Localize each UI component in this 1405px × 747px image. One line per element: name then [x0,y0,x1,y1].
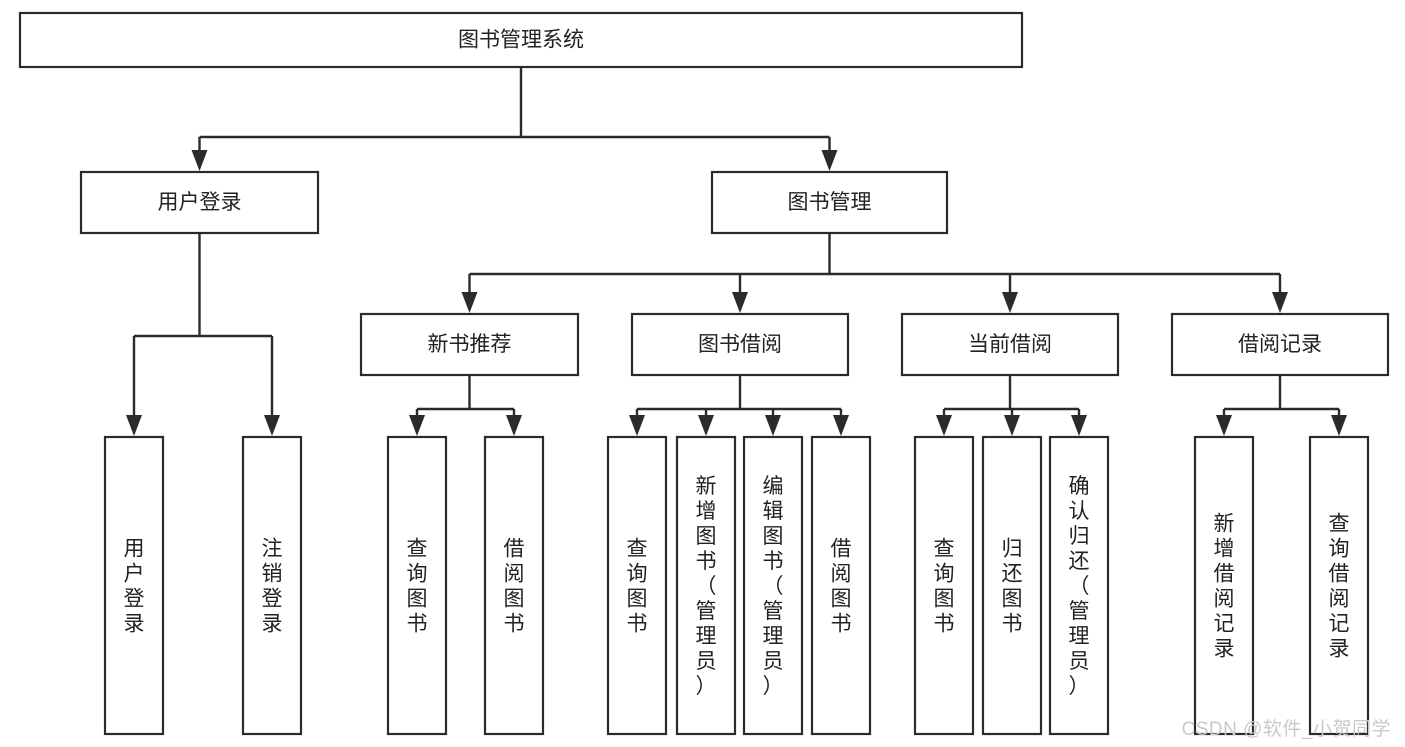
arrow-head-icon [506,415,522,436]
node-leaf-query-book-borrow[interactable]: 查询图书 [606,435,668,736]
node-box[interactable] [742,435,804,736]
arrow-head-icon [698,415,714,436]
node-box[interactable] [103,435,165,736]
node-label: 归还图书 [1002,538,1023,636]
arrow-head-icon [936,415,952,436]
node-leaf-logout[interactable]: 注销登录 [241,435,303,736]
node-user-login[interactable]: 用户登录 [79,170,320,235]
node-root[interactable]: 图书管理系统 [18,11,1024,69]
arrow-head-icon [1331,415,1347,436]
node-label: 借阅图书 [504,538,525,636]
node-current-borrow[interactable]: 当前借阅 [900,312,1120,377]
node-label: 用户登录 [158,191,242,214]
node-box[interactable] [359,312,580,377]
node-box[interactable] [386,435,448,736]
node-box[interactable] [810,435,872,736]
node-box[interactable] [241,435,303,736]
node-label: 查询借阅记录 [1329,513,1350,661]
node-label: 借阅记录 [1238,333,1322,356]
arrow-head-icon [765,415,781,436]
node-label: 用户登录 [124,538,145,636]
node-label: 查询图书 [627,538,648,636]
node-label: 确认归还（管理员） [1069,475,1090,698]
node-leaf-edit-book[interactable]: 编辑图书（管理员） [742,435,804,736]
node-leaf-query-book-cur[interactable]: 查询图书 [913,435,975,736]
node-leaf-confirm-return[interactable]: 确认归还（管理员） [1048,435,1110,736]
arrow-head-icon [1004,415,1020,436]
node-leaf-query-record[interactable]: 查询借阅记录 [1308,435,1370,736]
node-box[interactable] [913,435,975,736]
node-box[interactable] [630,312,850,377]
node-label: 查询图书 [934,538,955,636]
node-label: 图书管理 [788,191,872,214]
node-book-manage[interactable]: 图书管理 [710,170,949,235]
node-box[interactable] [1193,435,1255,736]
arrow-head-icon [821,150,838,171]
node-label: 图书管理系统 [458,29,584,52]
node-label: 编辑图书（管理员） [763,475,784,698]
node-label: 新增图书（管理员） [696,475,717,698]
node-leaf-borrow-book-rec[interactable]: 借阅图书 [483,435,545,736]
node-book-borrow[interactable]: 图书借阅 [630,312,850,377]
node-borrow-record[interactable]: 借阅记录 [1170,312,1390,377]
node-leaf-add-book[interactable]: 新增图书（管理员） [675,435,737,736]
node-label: 图书借阅 [698,333,782,356]
arrow-head-icon [409,415,425,436]
watermark-text: CSDN @软件_小贺同学 [1181,719,1391,740]
node-box[interactable] [18,11,1024,69]
node-layer: 图书管理系统用户登录图书管理新书推荐图书借阅当前借阅借阅记录用户登录注销登录查询… [18,11,1390,736]
arrow-head-icon [264,415,280,436]
node-box[interactable] [981,435,1043,736]
node-box[interactable] [710,170,949,235]
node-leaf-return-book[interactable]: 归还图书 [981,435,1043,736]
node-label: 查询图书 [407,538,428,636]
node-box[interactable] [1048,435,1110,736]
node-leaf-user-login[interactable]: 用户登录 [103,435,165,736]
node-box[interactable] [79,170,320,235]
node-label: 借阅图书 [831,538,852,636]
node-leaf-add-record[interactable]: 新增借阅记录 [1193,435,1255,736]
arrow-head-icon [1272,292,1288,313]
node-box[interactable] [900,312,1120,377]
node-label: 新书推荐 [428,333,512,356]
arrow-head-icon [126,415,142,436]
node-leaf-borrow-book[interactable]: 借阅图书 [810,435,872,736]
arrow-head-icon [191,150,208,171]
arrow-head-icon [1216,415,1232,436]
node-leaf-query-book-rec[interactable]: 查询图书 [386,435,448,736]
arrow-head-icon [629,415,645,436]
node-new-book-rec[interactable]: 新书推荐 [359,312,580,377]
arrow-head-icon [1002,292,1018,313]
node-box[interactable] [483,435,545,736]
connector-layer [126,67,1347,436]
arrow-head-icon [732,292,748,313]
node-label: 注销登录 [262,538,283,636]
arrow-head-icon [1071,415,1087,436]
node-box[interactable] [1308,435,1370,736]
node-label: 新增借阅记录 [1214,513,1235,661]
node-box[interactable] [606,435,668,736]
arrow-head-icon [461,292,478,313]
arrow-head-icon [833,415,849,436]
node-box[interactable] [675,435,737,736]
node-box[interactable] [1170,312,1390,377]
node-label: 当前借阅 [968,333,1052,356]
